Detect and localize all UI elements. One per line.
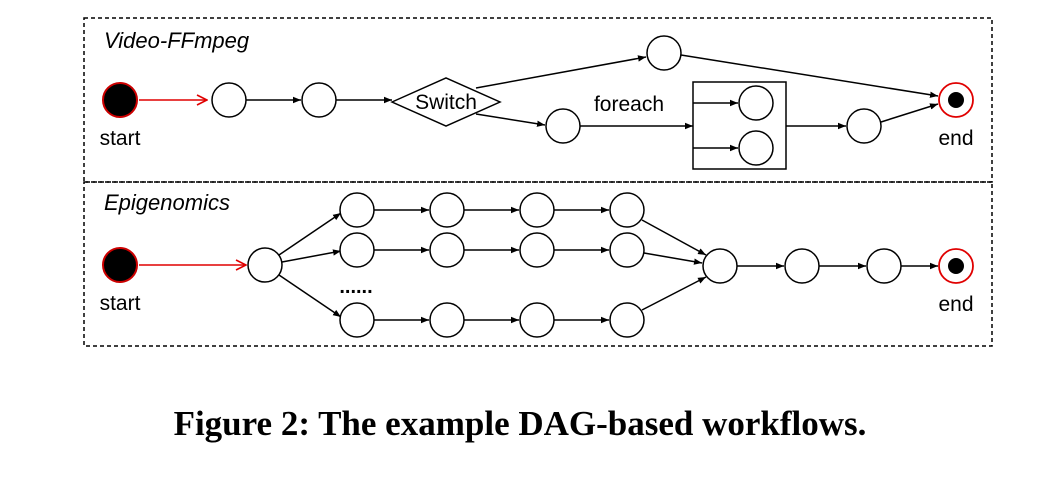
start-label: start bbox=[100, 292, 141, 315]
task-node bbox=[211, 82, 247, 118]
task-node bbox=[519, 232, 555, 268]
start-node bbox=[102, 247, 138, 283]
foreach-box bbox=[692, 81, 787, 170]
task-node bbox=[646, 35, 682, 71]
task-node bbox=[339, 232, 375, 268]
edge bbox=[278, 274, 342, 318]
edge bbox=[641, 276, 707, 311]
end-label: end bbox=[938, 293, 973, 316]
end-node-core bbox=[948, 258, 964, 274]
start-node bbox=[102, 82, 138, 118]
panel-frame bbox=[83, 181, 993, 347]
edge bbox=[641, 219, 707, 256]
task-node bbox=[301, 82, 337, 118]
task-node bbox=[429, 302, 465, 338]
edge bbox=[278, 212, 342, 256]
end-label: end bbox=[938, 127, 973, 150]
edge bbox=[281, 249, 342, 263]
task-node bbox=[609, 232, 645, 268]
task-node bbox=[846, 108, 882, 144]
start-label: start bbox=[100, 127, 141, 150]
task-node bbox=[609, 192, 645, 228]
task-node bbox=[429, 232, 465, 268]
video-ffmpeg-panel: Video-FFmpeg start Switch foreach end bbox=[83, 17, 993, 183]
panel-title: Video-FFmpeg bbox=[104, 28, 250, 53]
task-node bbox=[609, 302, 645, 338]
task-node bbox=[738, 130, 774, 166]
foreach-label: foreach bbox=[594, 93, 664, 116]
edge bbox=[880, 103, 939, 123]
task-node bbox=[339, 192, 375, 228]
task-node bbox=[545, 108, 581, 144]
edge bbox=[643, 252, 703, 265]
task-node bbox=[429, 192, 465, 228]
task-node bbox=[784, 248, 820, 284]
figure-caption: Figure 2: The example DAG-based workflow… bbox=[173, 404, 867, 443]
epigenomics-panel: Epigenomics start ...... bbox=[83, 181, 993, 347]
switch-label: Switch bbox=[415, 91, 477, 114]
task-node bbox=[738, 85, 774, 121]
edge bbox=[680, 54, 939, 98]
edge bbox=[475, 55, 647, 89]
workflow-diagram: Video-FFmpeg start Switch foreach end Ep… bbox=[83, 17, 993, 347]
ellipsis: ...... bbox=[339, 276, 372, 298]
end-node-core bbox=[948, 92, 964, 108]
task-node bbox=[519, 192, 555, 228]
task-node bbox=[702, 248, 738, 284]
task-node bbox=[247, 247, 283, 283]
task-node bbox=[866, 248, 902, 284]
task-node bbox=[339, 302, 375, 338]
panel-frame bbox=[83, 17, 993, 183]
task-node bbox=[519, 302, 555, 338]
edge bbox=[475, 113, 546, 127]
switch-node bbox=[390, 77, 502, 127]
panel-title: Epigenomics bbox=[104, 190, 230, 215]
